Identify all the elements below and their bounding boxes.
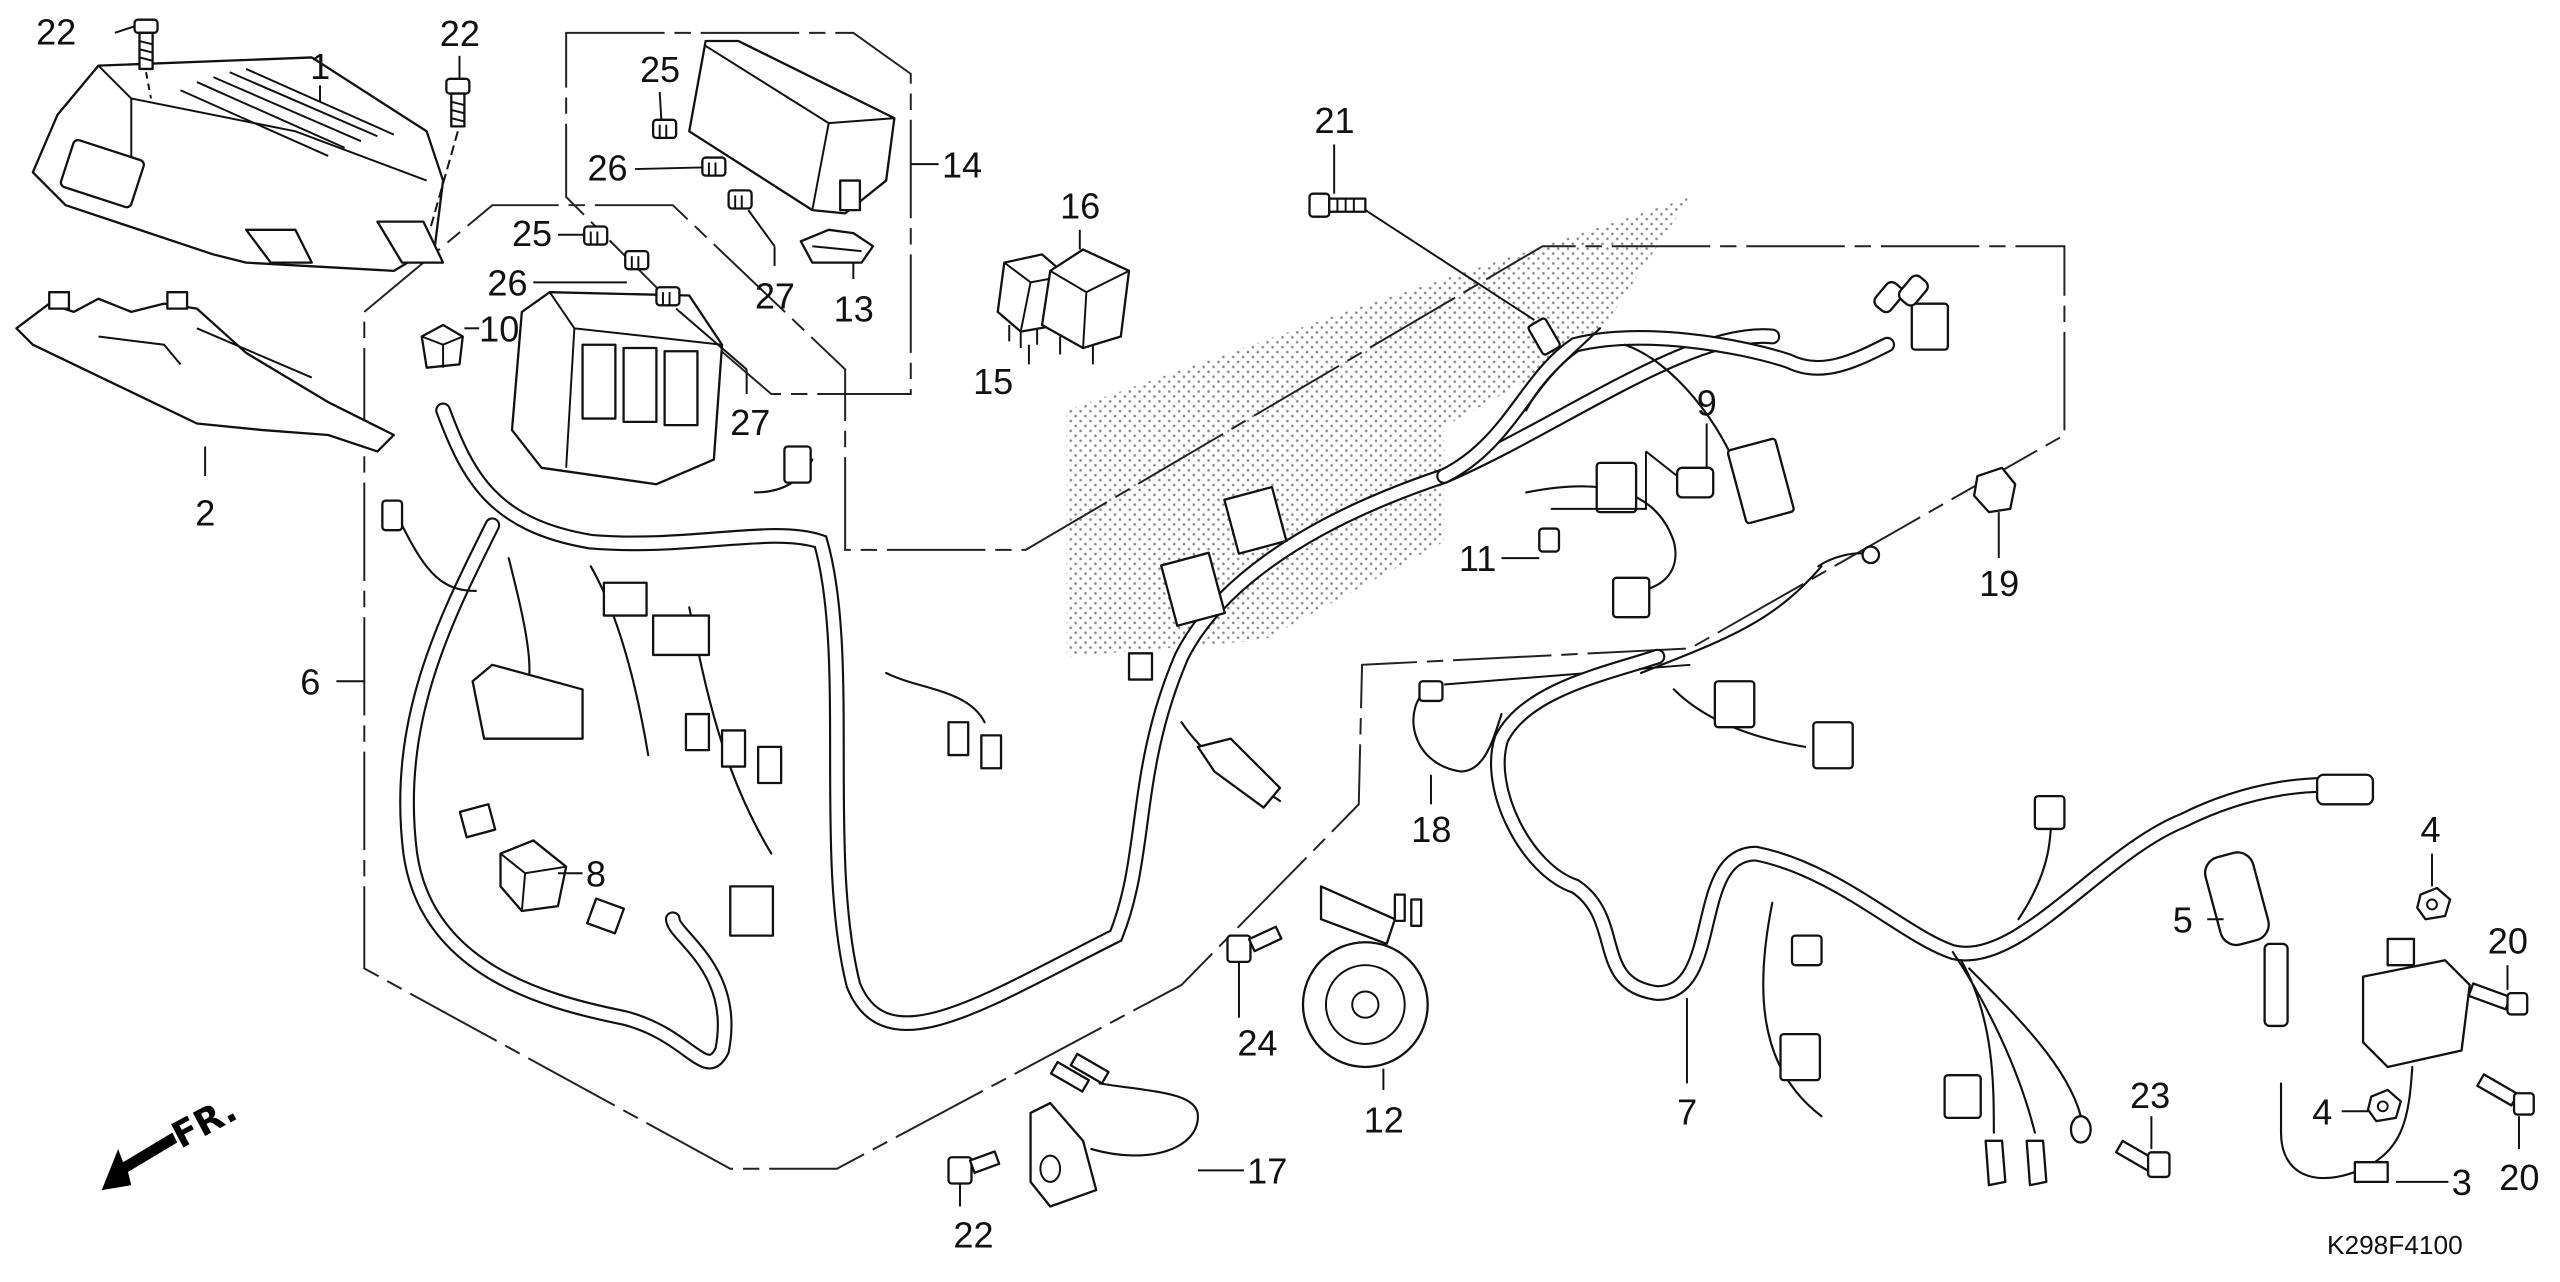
fuse-25-top — [651, 118, 678, 140]
assembly-outline-14 — [565, 31, 912, 395]
relay-10 — [420, 323, 464, 369]
callout-22c: 22 — [953, 1215, 993, 1256]
callout-17: 17 — [1247, 1151, 1287, 1192]
callout-20a: 20 — [2488, 921, 2528, 962]
assembly-outline-6 — [363, 204, 2066, 1170]
fuse-26-mid — [624, 249, 650, 271]
callout-26a: 26 — [587, 148, 627, 189]
bolt-22-top-left — [133, 18, 159, 71]
nut-4-lower — [2366, 1088, 2402, 1123]
callout-27a: 27 — [755, 276, 795, 317]
fuse-25-mid — [583, 225, 609, 246]
callout-11: 11 — [1459, 538, 1496, 579]
fuse-box-lid — [688, 39, 896, 215]
callout-4a: 4 — [2421, 809, 2441, 850]
bolt-20-lower — [2476, 1073, 2535, 1116]
callout-22a: 22 — [36, 11, 76, 52]
relay-16 — [1040, 248, 1131, 365]
callout-25b: 25 — [512, 213, 552, 254]
mounting-plate — [15, 291, 395, 453]
fuse-27-top — [727, 189, 753, 210]
bolt-22-top-right — [445, 77, 471, 128]
front-arrow: FR. — [101, 1088, 244, 1191]
callout-19: 19 — [1979, 563, 2019, 604]
callout-6: 6 — [300, 661, 320, 702]
callout-18: 18 — [1411, 809, 1451, 850]
fuse-26-top — [701, 156, 727, 177]
callout-8: 8 — [586, 853, 606, 894]
horn-12 — [1301, 885, 1429, 1069]
callout-9: 9 — [1697, 382, 1717, 423]
bolt-23 — [2114, 1139, 2171, 1179]
callout-26b: 26 — [487, 262, 527, 303]
ignition-coil-3 — [2279, 937, 2471, 1184]
callout-21: 21 — [1314, 100, 1354, 141]
callout-23: 23 — [2130, 1075, 2170, 1116]
callout-1: 1 — [310, 46, 330, 87]
bolt-20-upper — [2467, 982, 2529, 1016]
callout-13: 13 — [834, 289, 874, 330]
sub-harness-18 — [1412, 680, 1503, 773]
callout-7: 7 — [1677, 1091, 1697, 1132]
callout-2: 2 — [195, 492, 215, 533]
connector-cover-8 — [499, 839, 568, 913]
connector-9 — [1675, 466, 1715, 499]
callout-27b: 27 — [730, 402, 770, 443]
callout-14: 14 — [942, 144, 982, 185]
callout-12: 12 — [1364, 1100, 1404, 1141]
ecu-unit — [31, 56, 445, 272]
nut-4-upper — [2416, 886, 2452, 921]
bolt-24 — [1226, 925, 1283, 964]
bolt-22-bottom — [947, 1150, 1001, 1185]
callout-10: 10 — [479, 308, 519, 349]
fuse-puller-13 — [799, 228, 875, 264]
callout-3: 3 — [2452, 1162, 2472, 1203]
bolt-21 — [1308, 192, 1367, 218]
callout-4b: 4 — [2312, 1091, 2332, 1132]
part-code: K298F4100 — [2327, 1230, 2463, 1260]
callout-25a: 25 — [640, 49, 680, 90]
solenoid-17 — [1029, 1052, 1200, 1208]
main-harness-6 — [381, 328, 1781, 1070]
callout-20b: 20 — [2499, 1157, 2539, 1198]
front-label: FR. — [165, 1088, 244, 1157]
callout-15: 15 — [973, 361, 1013, 402]
dotted-region — [1066, 196, 1691, 657]
callout-22b: 22 — [440, 13, 480, 54]
callout-5: 5 — [2173, 899, 2193, 940]
fuse-27-mid — [655, 286, 681, 307]
callout-24: 24 — [1237, 1022, 1277, 1063]
rear-harness-7 — [1490, 545, 2375, 1187]
fuse-box-body — [510, 291, 724, 486]
clamp-19 — [1973, 466, 2017, 514]
spark-plug-cap-5 — [2204, 851, 2289, 1028]
callout-16: 16 — [1060, 185, 1100, 226]
upper-harness — [1436, 274, 1950, 619]
